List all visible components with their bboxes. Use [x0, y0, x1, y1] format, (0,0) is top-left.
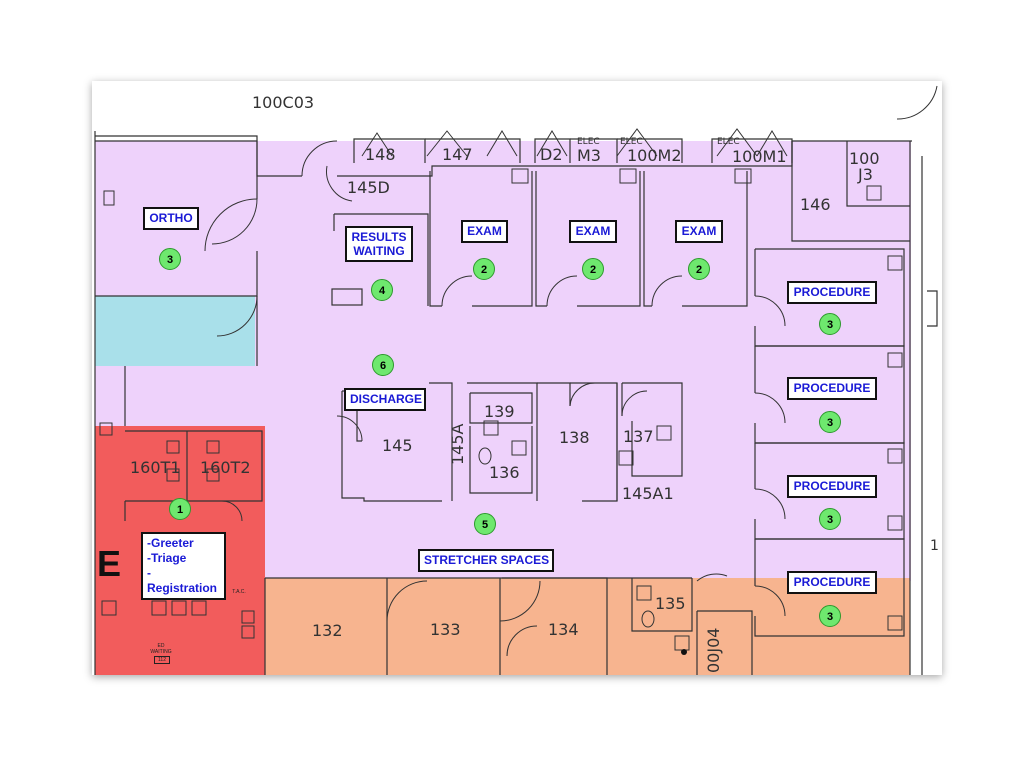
- floor-drain-dot: [681, 649, 687, 655]
- room-135: 135: [655, 594, 686, 613]
- room-160t1: 160T1: [130, 458, 181, 477]
- badge-exam-3: 2: [688, 258, 710, 280]
- badge-triage: 1: [169, 498, 191, 520]
- room-147: 147: [442, 145, 473, 164]
- room-145d: 145D: [347, 178, 390, 197]
- room-137: 137: [623, 427, 654, 446]
- floor-plan: 100C03 148 147 D2 M3 ELEC ELEC 100M2 ELE…: [92, 81, 942, 675]
- badge-procedure-2: 3: [819, 411, 841, 433]
- room-134: 134: [548, 620, 579, 639]
- exam-label-2: EXAM: [569, 220, 617, 243]
- ortho-label: ORTHO: [143, 207, 199, 230]
- room-133: 133: [430, 620, 461, 639]
- room-elec-3: ELEC: [717, 137, 740, 147]
- procedure-label-2: PROCEDURE: [787, 377, 877, 400]
- badge-procedure-1: 3: [819, 313, 841, 335]
- badge-ortho: 3: [159, 248, 181, 270]
- room-elec-1: ELEC: [577, 137, 600, 147]
- room-160t2: 160T2: [200, 458, 251, 477]
- discharge-label: DISCHARGE: [344, 388, 426, 411]
- room-146: 146: [800, 195, 831, 214]
- room-00j04: 00J04: [704, 627, 723, 673]
- floor-plan-drawing: [94, 85, 938, 675]
- room-100: 100: [849, 149, 880, 168]
- room-145a1: 145A1: [622, 484, 674, 503]
- room-145a: 145A: [448, 423, 467, 465]
- exam-label-1: EXAM: [461, 220, 508, 243]
- tac-label: T.A.C.: [232, 589, 246, 595]
- room-m3: M3: [577, 146, 601, 165]
- room-100m2: 100M2: [627, 146, 682, 165]
- badge-stretcher: 5: [474, 513, 496, 535]
- badge-exam-2: 2: [582, 258, 604, 280]
- room-100c03: 100C03: [252, 93, 315, 112]
- greeter-label: -Greeter: [147, 536, 194, 550]
- room-132: 132: [312, 621, 343, 640]
- room-100m1: 100M1: [732, 147, 787, 166]
- procedure-label-4: PROCEDURE: [787, 571, 877, 594]
- results-label-line2: WAITING: [353, 244, 405, 258]
- badge-procedure-3: 3: [819, 508, 841, 530]
- door-arcs: [204, 85, 938, 657]
- stretcher-spaces-label: STRETCHER SPACES: [418, 549, 554, 572]
- zone-letter-e: E: [97, 543, 122, 584]
- registration-label: -Registration: [147, 566, 218, 595]
- badge-exam-1: 2: [473, 258, 495, 280]
- room-138: 138: [559, 428, 590, 447]
- badge-discharge: 6: [372, 354, 394, 376]
- fixtures: [99, 168, 903, 651]
- triage-area-label: -Greeter -Triage -Registration: [141, 532, 226, 600]
- room-139: 139: [484, 402, 515, 421]
- salmon-zone: [265, 578, 910, 675]
- lavender-strip: [95, 366, 125, 426]
- room-j3: J3: [858, 165, 873, 184]
- results-label-line1: RESULTS: [351, 230, 407, 244]
- results-waiting-label: RESULTS WAITING: [345, 226, 413, 262]
- room-148: 148: [365, 145, 396, 164]
- badge-results: 4: [371, 279, 393, 301]
- exam-label-3: EXAM: [675, 220, 723, 243]
- cyan-zone: [95, 296, 255, 366]
- triage-label: -Triage: [147, 551, 187, 565]
- procedure-label-3: PROCEDURE: [787, 475, 877, 498]
- procedure-label-1: PROCEDURE: [787, 281, 877, 304]
- badge-procedure-4: 3: [819, 605, 841, 627]
- room-145: 145: [382, 436, 413, 455]
- ed-waiting-number: 112: [154, 656, 170, 664]
- room-1-edge: 1: [930, 538, 939, 554]
- room-d2: D2: [540, 145, 563, 164]
- room-elec-2: ELEC: [620, 137, 643, 147]
- ed-waiting-label: ED WAITING: [150, 643, 172, 655]
- room-136: 136: [489, 463, 520, 482]
